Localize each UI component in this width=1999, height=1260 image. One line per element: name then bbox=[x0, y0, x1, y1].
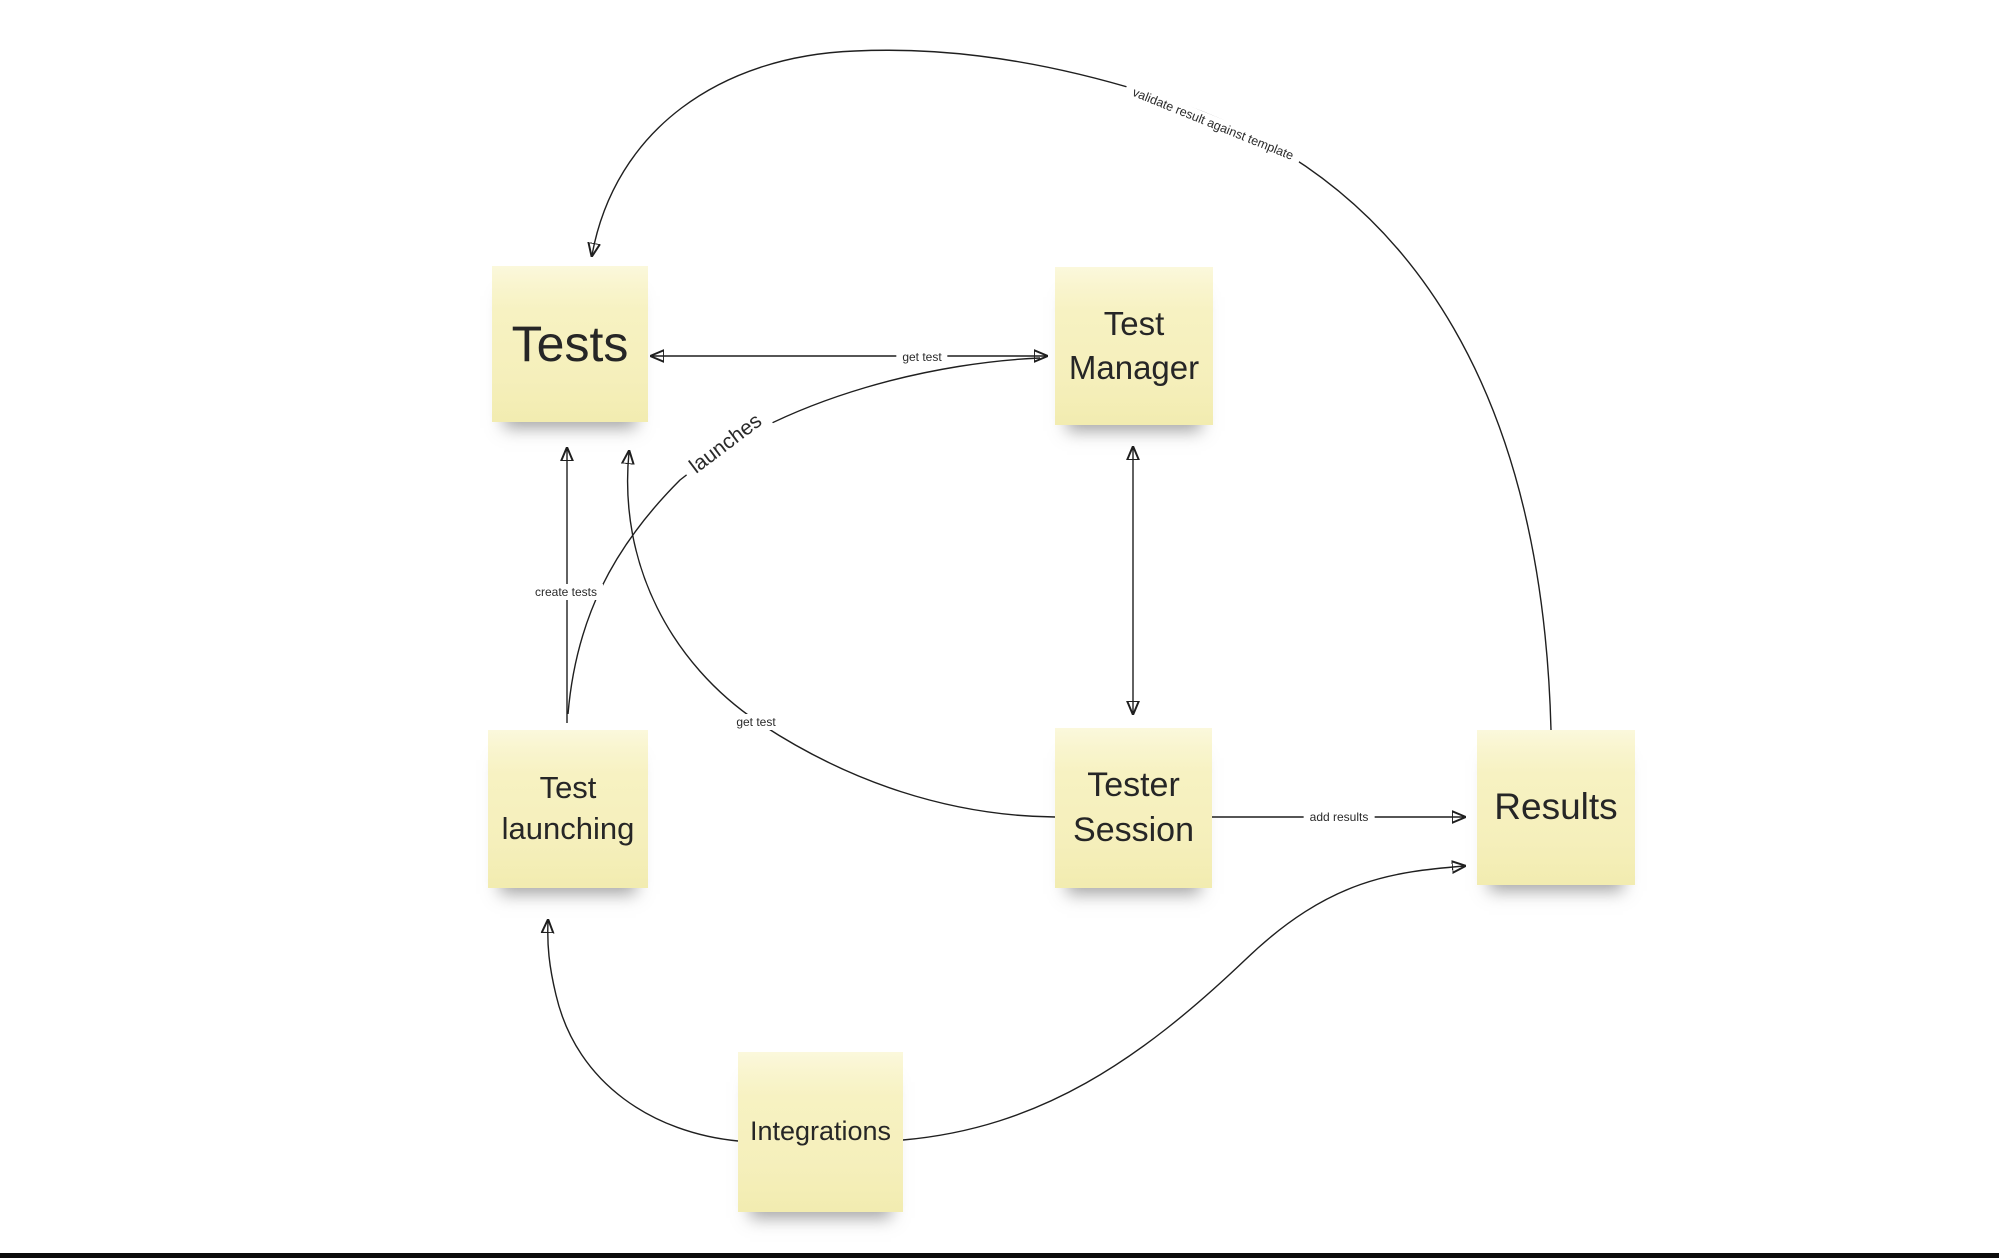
bottom-window-edge-bar bbox=[0, 1253, 1999, 1258]
note-test-launching[interactable]: Test launching bbox=[488, 730, 648, 888]
note-results-label: Results bbox=[1494, 786, 1618, 828]
edge-label-get-test-manager[interactable]: get test bbox=[896, 349, 948, 365]
note-tester-session[interactable]: Tester Session bbox=[1055, 728, 1212, 888]
note-tester-session-label: Tester Session bbox=[1073, 766, 1194, 849]
note-integrations-label: Integrations bbox=[749, 1116, 892, 1147]
edge-label-add-results[interactable]: add results bbox=[1303, 809, 1375, 825]
edge-integrations-results[interactable] bbox=[902, 866, 1464, 1141]
edge-get-test-session[interactable] bbox=[628, 452, 1056, 818]
note-integrations[interactable]: Integrations bbox=[738, 1052, 903, 1212]
note-test-manager-label: Test Manager bbox=[1068, 305, 1200, 386]
note-tests[interactable]: Tests bbox=[492, 266, 648, 422]
note-results[interactable]: Results bbox=[1477, 730, 1635, 885]
edge-label-get-test-session[interactable]: get test bbox=[730, 714, 782, 730]
edge-integrations-launching[interactable] bbox=[548, 921, 739, 1142]
note-tests-label: Tests bbox=[511, 316, 629, 372]
edge-validate-result[interactable] bbox=[592, 49, 1552, 731]
edge-label-create-tests[interactable]: create tests bbox=[528, 584, 604, 600]
note-test-launching-label: Test launching bbox=[501, 770, 635, 846]
note-test-manager[interactable]: Test Manager bbox=[1055, 267, 1213, 425]
